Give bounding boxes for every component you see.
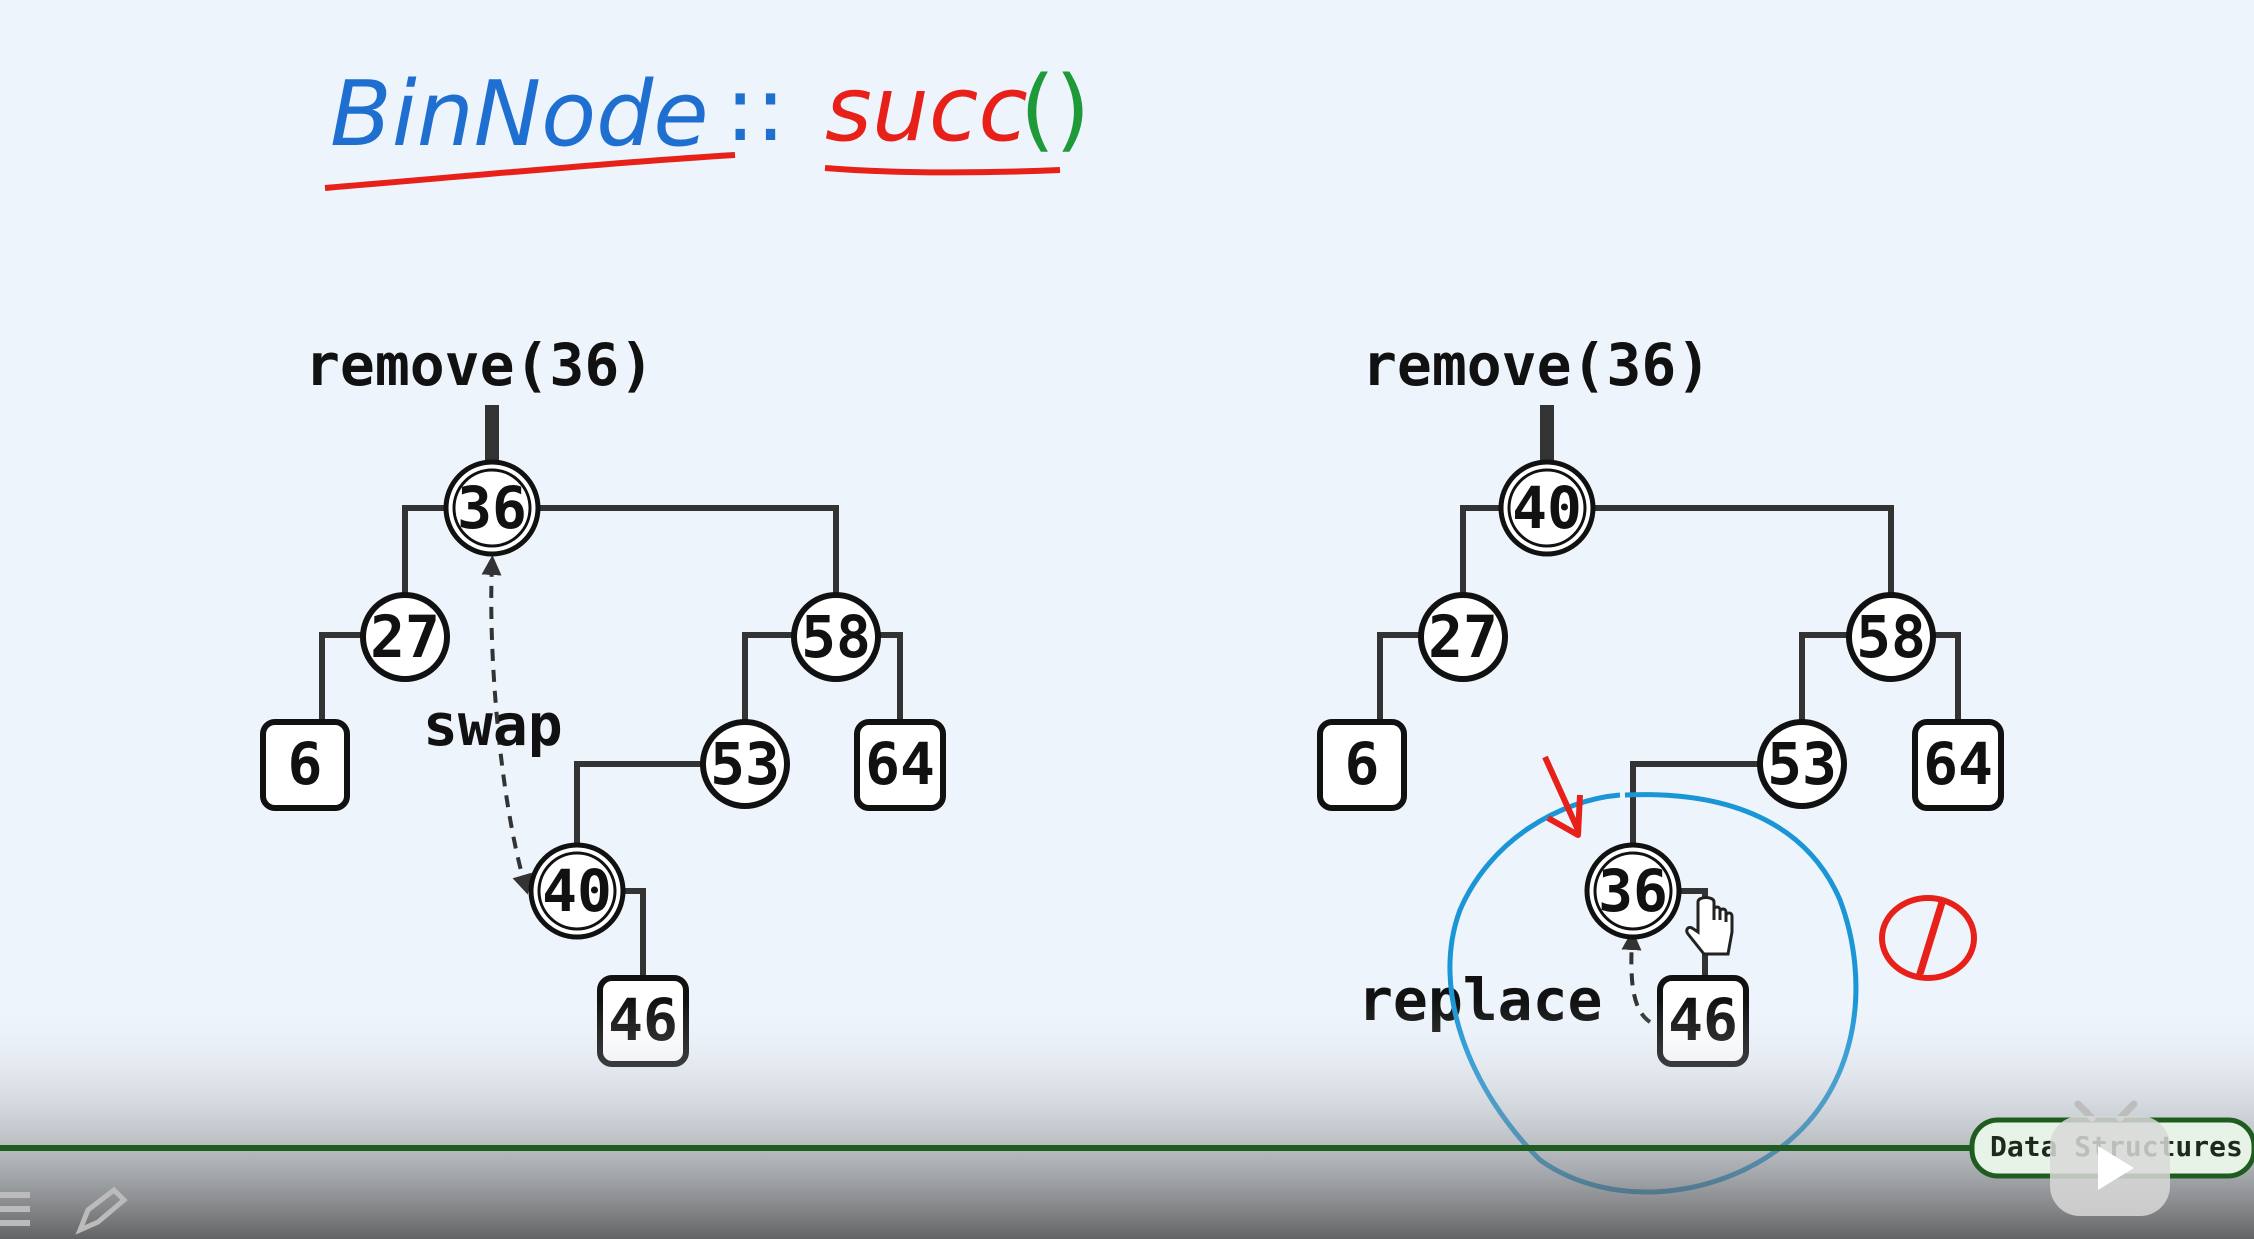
title-separator: :: (725, 57, 786, 162)
right-tree: remove(36) replace 40 27 58 6 (1317, 331, 2004, 1067)
left-node-58: 58 (791, 592, 881, 682)
left-node-53-label: 53 (710, 730, 780, 798)
edge-r-58-53 (1799, 632, 1852, 725)
left-node-40: 40 (528, 842, 626, 940)
player-controls[interactable] (0, 1186, 128, 1235)
title-underline-1 (324, 152, 736, 191)
play-icon[interactable] (2098, 1146, 2134, 1190)
right-node-27-label: 27 (1428, 603, 1498, 671)
left-node-6-label: 6 (288, 730, 323, 798)
right-command: remove(36) (1362, 331, 1711, 399)
title: BinNode :: succ () (324, 57, 1090, 191)
red-arrow-stem (1542, 755, 1581, 832)
title-binnode: BinNode (330, 62, 709, 167)
edge-53-40 (574, 761, 706, 851)
right-node-64: 64 (1912, 719, 2004, 811)
right-node-40: 40 (1498, 459, 1596, 557)
swap-arrow (481, 555, 532, 895)
edge-58-64 (875, 632, 903, 725)
edge-r-27-6 (1377, 632, 1425, 725)
right-node-53: 53 (1757, 719, 1847, 809)
right-node-53-label: 53 (1767, 730, 1837, 798)
right-node-27: 27 (1418, 592, 1508, 682)
edge-58-53 (742, 632, 797, 725)
tv-logo-icon[interactable] (2050, 1100, 2170, 1216)
edge-27-6 (319, 632, 368, 725)
bottom-gradient (0, 1000, 2254, 1239)
title-parens: () (1020, 57, 1090, 162)
right-node-6-label: 6 (1345, 730, 1380, 798)
left-node-6: 6 (260, 719, 350, 811)
left-node-27: 27 (360, 592, 450, 682)
edge-36-27 (402, 505, 448, 598)
list-icon[interactable] (0, 1192, 30, 1226)
left-annotation-swap: swap (423, 691, 563, 759)
edge-r-40-58 (1590, 505, 1894, 598)
left-node-36: 36 (443, 459, 541, 557)
right-node-58-label: 58 (1856, 603, 1926, 671)
red-circle-mark-text: / (1916, 883, 1947, 988)
right-node-58: 58 (1846, 592, 1936, 682)
right-node-40-label: 40 (1512, 474, 1582, 542)
red-circle-mark (1879, 895, 1977, 981)
edit-icon[interactable] (75, 1186, 128, 1235)
right-node-6: 6 (1317, 719, 1407, 811)
red-arrow-head (1546, 794, 1583, 838)
edge-40-46 (614, 888, 646, 981)
right-node-36: 36 (1584, 842, 1682, 940)
left-tree: remove(36) swap 36 27 58 6 (260, 331, 946, 1067)
edge-r-58-64 (1930, 632, 1961, 725)
left-node-53: 53 (700, 719, 790, 809)
title-succ: succ (825, 57, 1028, 162)
left-command: remove(36) (305, 331, 654, 399)
left-node-64: 64 (854, 719, 946, 811)
hand-pointer-icon (1685, 896, 1734, 956)
left-node-64-label: 64 (865, 730, 935, 798)
left-node-40-label: 40 (542, 857, 612, 925)
left-node-36-label: 36 (457, 474, 527, 542)
edge-36-58 (535, 505, 839, 598)
edge-r-40-27 (1460, 505, 1503, 598)
right-node-64-label: 64 (1923, 730, 1993, 798)
left-node-27-label: 27 (370, 603, 440, 671)
title-underline-2 (824, 165, 1061, 176)
edge-r-53-36 (1630, 761, 1763, 851)
right-node-36-label: 36 (1598, 857, 1668, 925)
left-node-58-label: 58 (801, 603, 871, 671)
